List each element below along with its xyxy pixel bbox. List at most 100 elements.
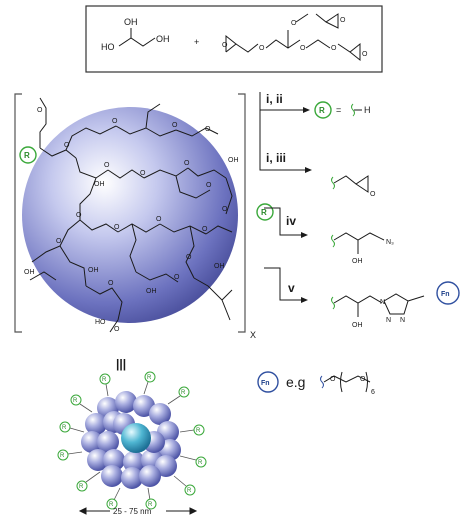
polymer-sphere [22,107,238,323]
svg-text:R: R [187,488,192,494]
cluster-core [121,423,151,453]
ether-o-4: O [331,45,337,52]
glycidyl-product: O [331,175,376,198]
eg-label: e.g [286,374,305,390]
svg-text:R: R [73,398,78,404]
glycerol-skeleton [118,37,156,47]
step-label-4: v [288,281,295,295]
svg-text:N₃: N₃ [386,239,394,246]
svg-text:R: R [102,377,107,383]
reaction-arrows [259,92,310,301]
skel-o-10: O [202,226,208,233]
skel-o-6: O [206,182,212,189]
epoxide-o-1: O [222,42,228,49]
svg-text:OH: OH [352,322,363,329]
svg-text:R: R [148,502,153,508]
plus-sign: + [194,37,199,47]
skel-o-8: O [114,224,120,231]
svg-text:R: R [109,502,114,508]
r-group-left: R [19,146,37,164]
oh-3: OH [88,267,99,274]
svg-text:O: O [370,191,376,198]
oh-6: OH [24,269,35,276]
svg-text:O: O [360,376,366,383]
glycerol-oh-right: OH [156,34,170,44]
skel-o-13: O [108,280,114,287]
skel-o-7: O [76,212,82,219]
arrowheads [301,107,312,303]
svg-text:O: O [330,376,336,383]
skel-o-18: O [114,326,120,333]
triazole-product: Fn OH N N N [331,281,460,329]
skel-o-16: O [222,206,228,213]
svg-text:R: R [319,106,325,115]
cluster-spheres [81,391,181,489]
triepoxide-molecule [225,13,361,62]
svg-text:Fn: Fn [441,291,450,298]
ho-1: HO [95,319,106,326]
oh-4: OH [228,157,239,164]
svg-text:Fn: Fn [261,380,270,387]
svg-text:R: R [181,390,186,396]
cluster-r-letters: R R R R R R R R R R R R [60,375,203,508]
scale-bar [78,507,198,515]
cluster-r-circles [57,371,207,510]
repeat-bracket [14,93,246,333]
svg-text:R: R [261,208,267,217]
svg-text:N: N [380,299,385,306]
oh-1: OH [94,181,105,188]
repeat-x-label: X [250,330,256,340]
skel-o-19: O [186,254,192,261]
svg-text:R: R [198,460,203,466]
svg-text:R: R [147,375,152,381]
skel-o-1: O [37,107,43,114]
cluster-r-groups [67,381,197,501]
glycerol-oh-top: OH [124,17,138,27]
nanoparticle-cluster: R R R R R R R R R R R R [57,371,207,510]
r-group-right: R [256,203,274,221]
svg-text:N: N [386,317,391,324]
svg-text:R: R [60,453,65,459]
skel-o-4: O [140,170,146,177]
step-label-1: i, ii [266,92,283,106]
svg-text:R: R [79,484,84,490]
scale-label: 25 - 75 nm [113,507,152,516]
svg-text:R: R [24,151,30,160]
glycerol-ho-left: HO [101,42,115,52]
ether-o-2: O [291,20,297,27]
equivalence-sign: ||| [116,357,126,371]
skel-o-17: O [205,126,211,133]
skel-o-11: O [174,274,180,281]
skel-o-2: O [64,142,70,149]
oh-2: OH [146,288,157,295]
step-label-3: iv [286,214,296,228]
epoxide-o-2: O [340,17,346,24]
skel-o-14: O [112,118,118,125]
svg-text:R: R [196,428,201,434]
wavy-bond-1 [351,103,355,117]
oh-5: OH [214,263,225,270]
skel-o-5: O [184,160,190,167]
polyglycerol-skeleton [29,97,233,333]
reagent-box: OH HO OH + O O O O O O O [85,5,383,73]
svg-text:OH: OH [352,258,363,265]
skel-o-3: O [104,162,110,169]
epoxide-o-3: O [362,51,368,58]
r-equals-h: R = H [314,101,371,119]
ether-o-1: O [259,45,265,52]
svg-text:H: H [364,105,371,115]
skel-o-9: O [156,216,162,223]
ether-o-3: O [300,45,306,52]
svg-text:=: = [336,105,341,115]
svg-text:R: R [62,425,67,431]
skel-o-12: O [56,238,62,245]
skeleton-oxygen-labels: O O O O O O O O O O O O O O O O O O O [37,107,228,333]
svg-text:N: N [400,317,405,324]
fn-example: Fn e.g O O 6 [257,371,375,396]
skel-o-15: O [172,122,178,129]
step-label-2: i, iii [266,151,286,165]
svg-text:6: 6 [371,389,375,396]
azide-product: N₃ OH [331,232,394,265]
